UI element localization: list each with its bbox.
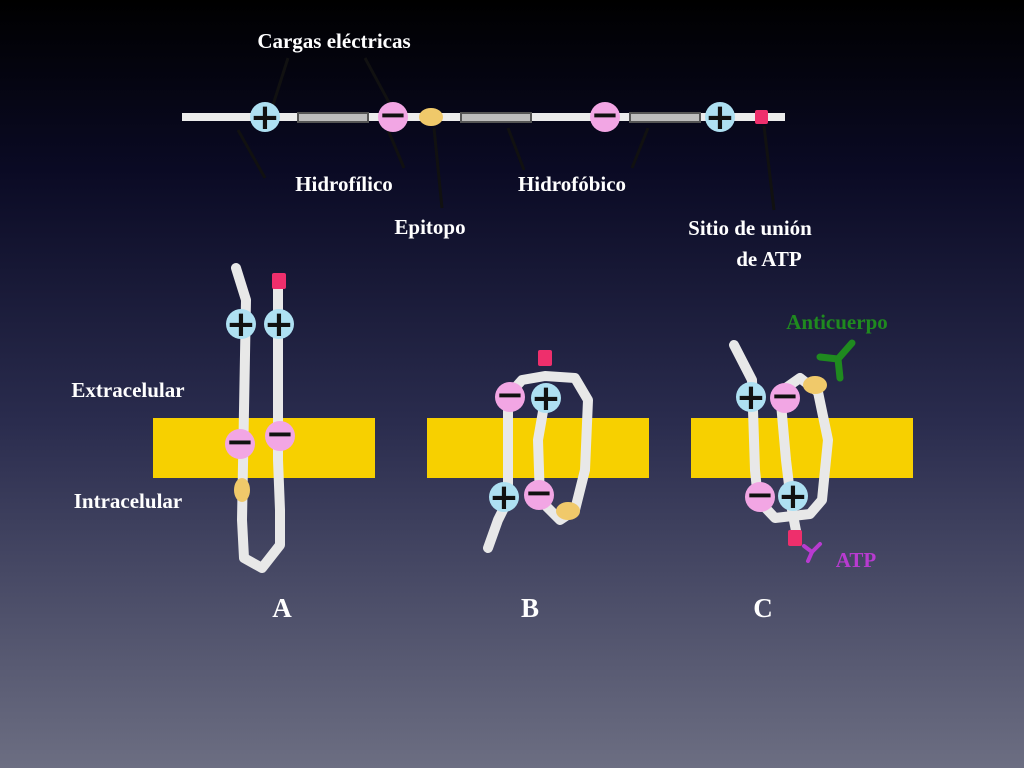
negative-charge-a-2: − (265, 414, 295, 454)
panel-a-label: A (272, 593, 292, 623)
leader-hydrophilic-1 (236, 129, 267, 179)
plus-symbol: + (705, 97, 735, 138)
leader-hydrophobic-2 (630, 127, 650, 169)
hydrophilic-segment (297, 112, 369, 123)
positive-charge-c-1: + (736, 377, 766, 418)
leader-atp-site (762, 125, 776, 211)
panel-c-label: C (753, 593, 773, 623)
hydrophobic-label: Hidrofóbico (518, 172, 626, 196)
minus-symbol: − (771, 376, 800, 416)
antibody-icon (816, 339, 856, 382)
epitope-a (234, 478, 250, 502)
atp-site-b (538, 350, 552, 366)
positive-charge-a-2: + (264, 304, 294, 345)
positive-charge-1: + (250, 97, 280, 138)
hydrophobic-segment-1 (460, 112, 532, 123)
leader-charges-2 (363, 57, 394, 109)
positive-charge-2: + (705, 97, 735, 138)
negative-charge-circle (770, 383, 800, 413)
epitope-label: Epitopo (394, 215, 465, 239)
negative-charge-c-1: − (770, 376, 800, 416)
atp-site-label-line1: Sitio de unión (688, 216, 812, 240)
plus-symbol: + (778, 476, 808, 517)
negative-charge-a-1: − (225, 422, 255, 462)
minus-symbol: − (226, 422, 255, 462)
leader-epitope (432, 127, 444, 209)
positive-charge-circle (264, 309, 294, 339)
panel-b-label: B (521, 593, 539, 623)
positive-charge-circle (531, 383, 561, 413)
negative-charge-circle (590, 102, 620, 132)
negative-charge-circle (745, 482, 775, 512)
membrane-a (153, 418, 375, 478)
negative-charge-circle (265, 421, 295, 451)
minus-symbol: − (591, 95, 620, 135)
epitope-marker (419, 108, 443, 126)
positive-charge-circle (226, 309, 256, 339)
negative-charge-circle (495, 382, 525, 412)
positive-charge-a-1: + (226, 304, 256, 345)
positive-charge-circle (778, 481, 808, 511)
negative-charge-circle (225, 429, 255, 459)
positive-charge-c-2: + (778, 476, 808, 517)
positive-charge-b-2: + (489, 477, 519, 518)
plus-symbol: + (531, 378, 561, 419)
extracellular-label: Extracelular (71, 378, 184, 402)
atp-site-label-line2: de ATP (736, 247, 802, 271)
negative-charge-2: − (590, 95, 620, 135)
negative-charge-1: − (378, 95, 408, 135)
plus-symbol: + (250, 97, 280, 138)
positive-charge-circle (489, 482, 519, 512)
plus-symbol: + (489, 477, 519, 518)
plus-symbol: + (736, 377, 766, 418)
atp-molecule-icon (802, 542, 822, 563)
leader-charges-1 (270, 57, 290, 109)
panel-c: + − − + Anticuerpo ATP C (691, 310, 913, 623)
minus-symbol: − (266, 414, 295, 454)
minus-symbol: − (525, 473, 554, 513)
positive-charge-b-1: + (531, 378, 561, 419)
negative-charge-b-2: − (524, 473, 554, 513)
atp-label: ATP (836, 548, 877, 572)
minus-symbol: − (746, 475, 775, 515)
positive-charge-circle (736, 382, 766, 412)
membrane-c (691, 418, 913, 478)
negative-charge-b-1: − (495, 375, 525, 415)
chain-a (231, 263, 285, 573)
epitope-c (803, 376, 827, 394)
atp-site-a (272, 273, 286, 289)
positive-charge-circle (705, 102, 735, 132)
minus-symbol: − (496, 375, 525, 415)
positive-charge-circle (250, 102, 280, 132)
chain-c (729, 340, 833, 541)
linear-sequence: + − − + Cargas eléctricas Hidrofílico Hi… (182, 29, 812, 271)
leader-hydrophilic-2 (386, 129, 406, 169)
negative-charge-c-2: − (745, 475, 775, 515)
intracellular-label: Intracelular (74, 489, 182, 513)
leader-hydrophobic-1 (506, 127, 526, 171)
charges-label: Cargas eléctricas (257, 29, 410, 53)
negative-charge-circle (378, 102, 408, 132)
epitope-b (556, 502, 580, 520)
atp-site-marker (755, 110, 768, 124)
leader-lines (236, 57, 776, 211)
panel-a: + + − − A (153, 263, 375, 623)
plus-symbol: + (264, 304, 294, 345)
minus-symbol: − (379, 95, 408, 135)
atp-site-c (788, 530, 802, 546)
panel-b: − + + − B (427, 350, 649, 623)
hydrophobic-segment-2 (629, 112, 701, 123)
hydrophilic-label: Hidrofílico (295, 172, 393, 196)
negative-charge-circle (524, 480, 554, 510)
antibody-label: Anticuerpo (786, 310, 888, 334)
plus-symbol: + (226, 304, 256, 345)
